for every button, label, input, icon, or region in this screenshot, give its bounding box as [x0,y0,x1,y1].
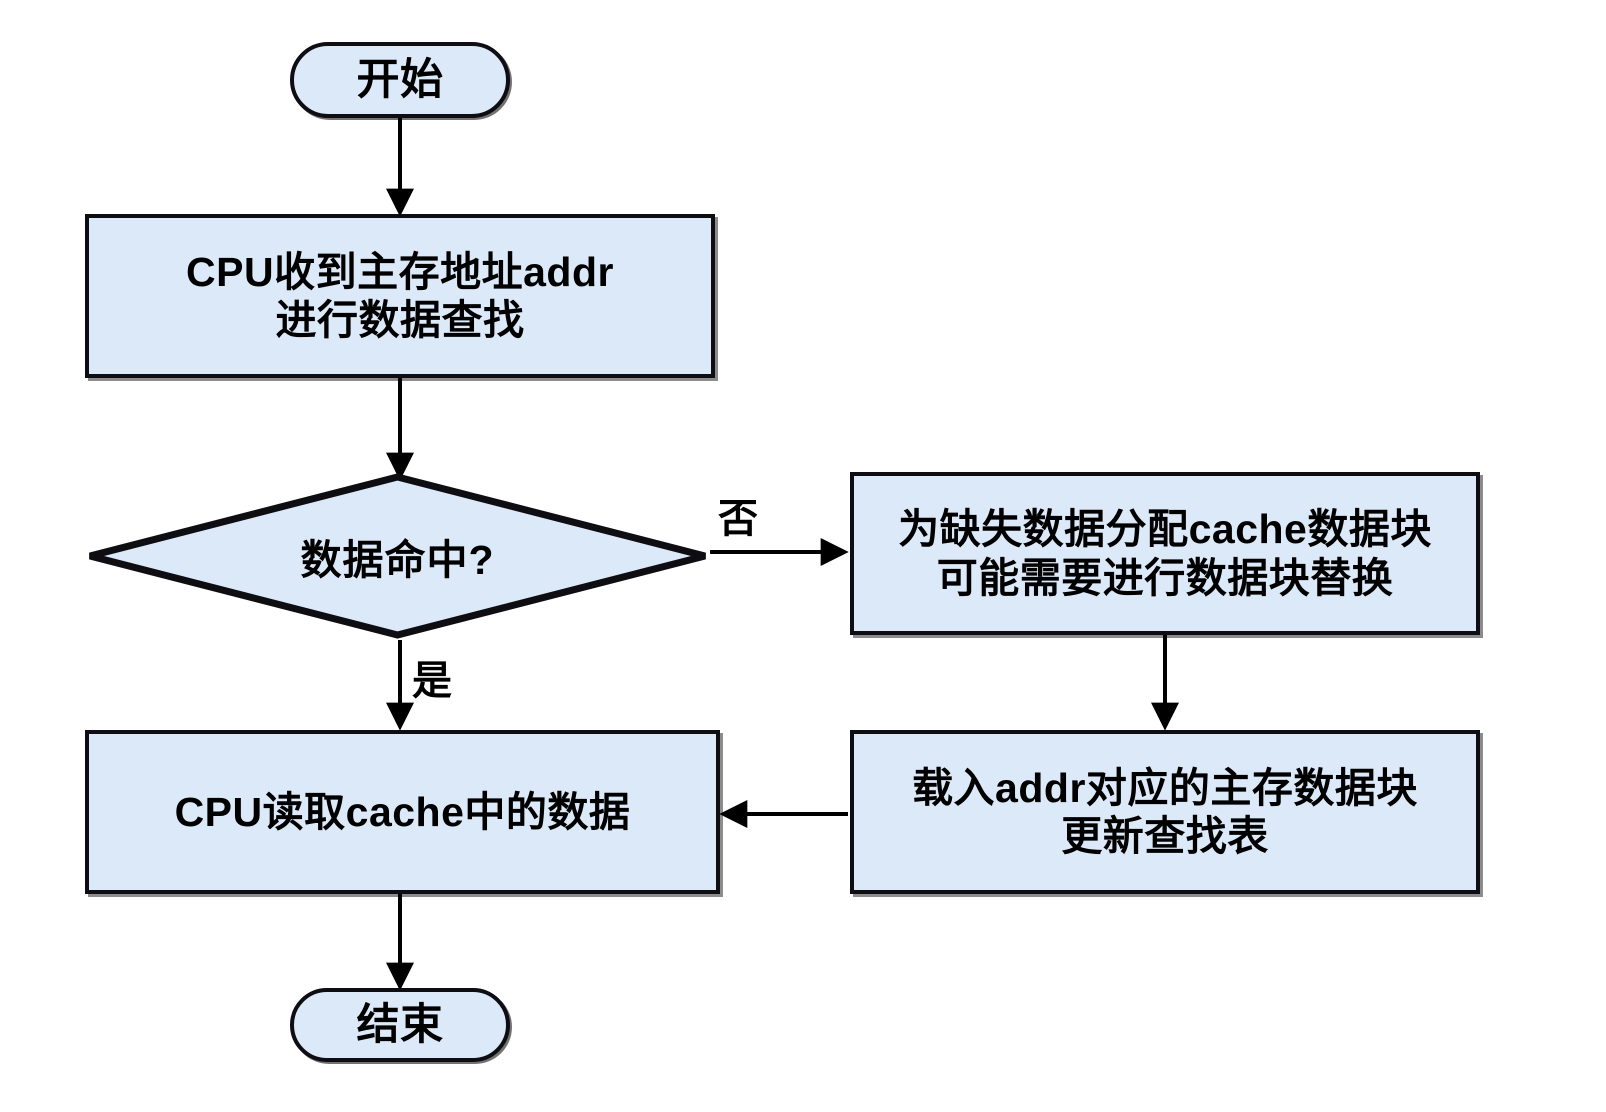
node-end[interactable]: 结束 [290,988,510,1062]
edge-label-yes: 是 [412,659,452,703]
node-load-block-line2: 更新查找表 [1061,813,1269,859]
node-allocate-block[interactable]: 为缺失数据分配cache数据块 可能需要进行数据块替换 [850,472,1480,635]
node-load-block[interactable]: 载入addr对应的主存数据块 更新查找表 [850,730,1480,894]
decision-diamond-shape [89,473,706,639]
node-start-label: 开始 [356,55,444,104]
node-load-block-line1: 载入addr对应的主存数据块 [912,764,1418,811]
node-read-cache-line1: CPU读取cache中的数据 [174,788,631,835]
edge-label-no: 否 [718,497,758,541]
node-receive-addr-line2: 进行数据查找 [275,297,525,343]
node-end-label: 结束 [356,1000,444,1049]
node-receive-addr[interactable]: CPU收到主存地址addr 进行数据查找 [85,214,715,378]
node-start[interactable]: 开始 [290,42,510,118]
node-read-cache[interactable]: CPU读取cache中的数据 [85,730,720,894]
node-hit-decision-label: 数据命中? [300,537,495,583]
node-allocate-block-line1: 为缺失数据分配cache数据块 [898,506,1432,553]
node-hit-decision[interactable]: 数据命中? [85,472,710,640]
node-receive-addr-line1: CPU收到主存地址addr [186,248,614,295]
node-allocate-block-line2: 可能需要进行数据块替换 [936,554,1394,601]
